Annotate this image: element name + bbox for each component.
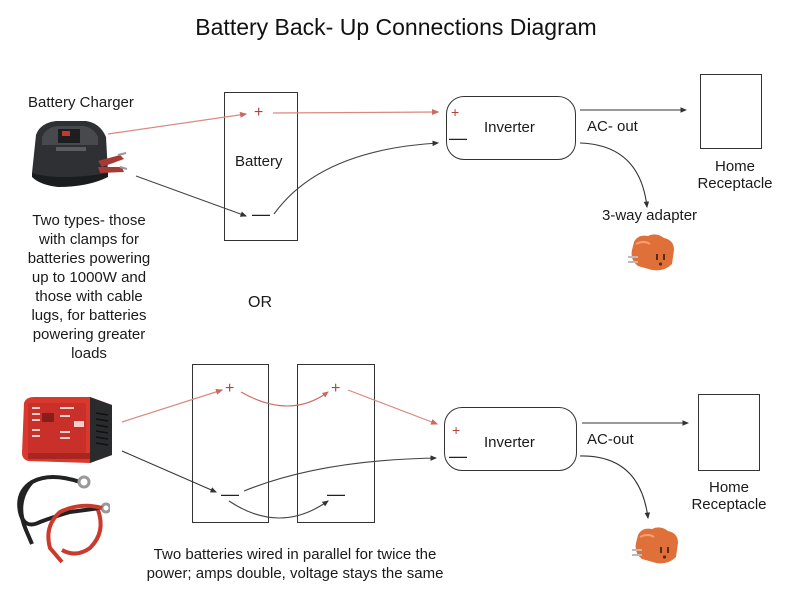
three-way-adapter-label: 3-way adapter — [602, 207, 698, 224]
battery-1-positive-terminal: + — [225, 380, 235, 397]
wire-ac-out-to-adapter — [579, 142, 650, 209]
home-receptacle-bottom-label: Home Receptacle — [691, 479, 767, 513]
or-label: OR — [248, 294, 272, 311]
home-receptacle-bottom-box — [698, 394, 760, 471]
wire-battery-to-inverter-negative — [273, 140, 440, 215]
three-way-adapter-bottom-icon — [632, 527, 678, 564]
wire-ac-out-bottom-to-adapter — [579, 455, 651, 520]
inverter-positive-terminal: + — [451, 104, 460, 120]
battery-2-negative-terminal: — — [327, 484, 345, 504]
inverter-box-bottom — [444, 407, 577, 471]
inverter-label: Inverter — [484, 119, 535, 136]
battery-2-positive-terminal: + — [331, 380, 341, 397]
lug-battery-charger-icon — [22, 397, 112, 463]
inverter-bottom-positive-terminal: + — [452, 422, 461, 438]
battery-negative-terminal: — — [252, 204, 270, 224]
ac-out-bottom-label: AC-out — [587, 431, 634, 448]
parallel-wiring-caption: Two batteries wired in parallel for twic… — [146, 546, 444, 582]
cable-lugs-icon — [17, 475, 110, 564]
charger-types-note: Two types- those with clamps for batteri… — [27, 212, 151, 362]
three-way-adapter-icon — [628, 234, 674, 271]
diagram-title: Battery Back- Up Connections Diagram — [195, 14, 597, 40]
battery-charger-label: Battery Charger — [28, 94, 134, 111]
clamp-battery-charger-icon — [32, 121, 128, 187]
inverter-bottom-negative-terminal: — — [449, 446, 467, 466]
home-receptacle-box — [700, 74, 762, 149]
battery-positive-terminal: + — [254, 104, 264, 121]
home-receptacle-label: Home Receptacle — [697, 158, 773, 192]
inverter-box — [446, 96, 576, 160]
battery-label: Battery — [235, 153, 283, 170]
ac-out-label: AC- out — [587, 118, 638, 135]
inverter-bottom-label: Inverter — [484, 434, 535, 451]
inverter-negative-terminal: — — [449, 128, 467, 148]
battery-1-negative-terminal: — — [221, 484, 239, 504]
